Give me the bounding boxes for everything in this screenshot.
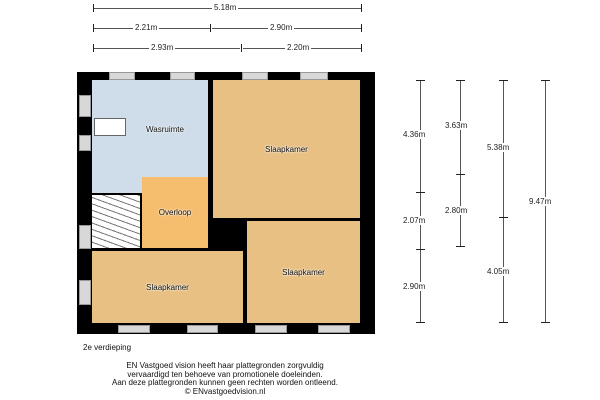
disclaimer: EN Vastgoed vision heeft haar plattegron… <box>60 361 390 396</box>
dim-height: 5.38m <box>485 143 512 152</box>
dim-height: 2.80m <box>443 206 470 215</box>
room-slaapkamer: Slaapkamer <box>213 80 360 218</box>
dim-width: 2.20m <box>285 43 312 52</box>
staircase-icon <box>92 195 140 248</box>
room-overloop: Overloop <box>142 177 208 248</box>
window <box>170 72 195 80</box>
window <box>255 325 287 333</box>
room-label: Wasruimte <box>146 124 184 134</box>
dim-height: 4.36m <box>401 130 428 139</box>
window <box>187 325 218 333</box>
window <box>79 280 91 305</box>
window <box>300 72 328 80</box>
room-label: Slaapkamer <box>282 267 325 277</box>
disclaimer-line: © ENvastgoedvision.nl <box>184 386 266 396</box>
washing-machine-icon <box>94 118 126 136</box>
floor-label: 2e verdieping <box>83 343 132 352</box>
dim-height: 2.90m <box>401 282 428 291</box>
dim-width: 2.93m <box>149 43 176 52</box>
room-label: Slaapkamer <box>146 282 189 292</box>
room-slaapkamer: Slaapkamer <box>92 251 243 323</box>
dim-height: 9.47m <box>527 197 554 206</box>
dim-height: 2.07m <box>401 216 428 225</box>
room-wasruimte: Wasruimte <box>92 80 208 193</box>
window <box>242 72 268 80</box>
dim-width: 2.21m <box>133 23 160 32</box>
window <box>318 325 350 333</box>
dim-height: 3.63m <box>443 121 470 130</box>
room-label: Overloop <box>158 208 192 217</box>
dim-total-width: 5.18m <box>212 3 239 12</box>
window <box>118 325 150 333</box>
disclaimer-line: Aan deze plattegronden kunnen geen recht… <box>112 378 338 387</box>
window <box>79 135 91 151</box>
window <box>109 72 135 80</box>
room-slaapkamer: Slaapkamer <box>247 221 360 323</box>
dim-height: 4.05m <box>485 267 512 276</box>
room-label: Slaapkamer <box>265 144 308 154</box>
window <box>79 225 91 249</box>
disclaimer-line: vervaardigd ten behoeve van promotionele… <box>127 369 323 379</box>
window <box>79 95 91 117</box>
disclaimer-line: EN Vastgoed vision heeft haar plattegron… <box>126 361 324 370</box>
dim-width: 2.90m <box>268 23 295 32</box>
